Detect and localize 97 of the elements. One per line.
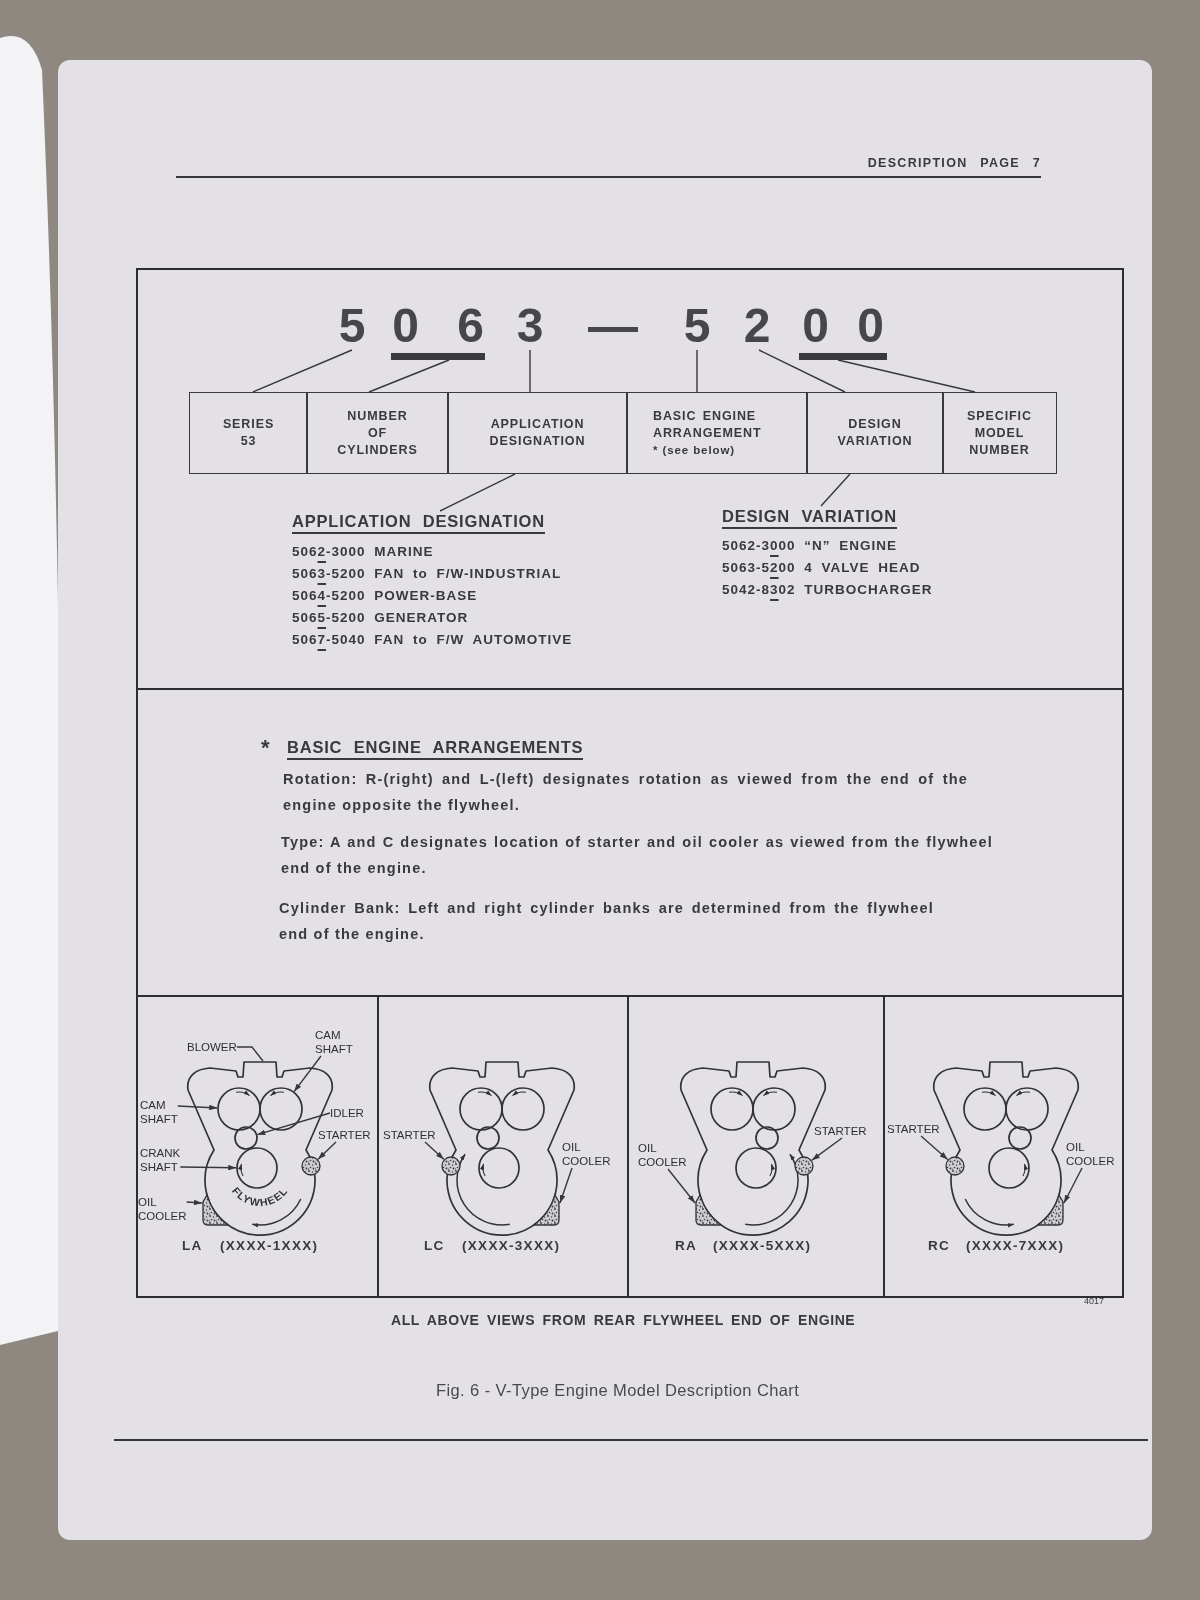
figure-caption: Fig. 6 - V-Type Engine Model Description Chart — [436, 1380, 800, 1400]
starter-symbol — [301, 1156, 321, 1176]
gear-circle — [217, 1087, 261, 1131]
part-label: STARTER — [383, 1128, 436, 1142]
leader-arrow — [185, 1199, 203, 1206]
underlined-digits: 0 0 — [799, 302, 887, 360]
leader-line — [696, 349, 698, 393]
text-panel — [136, 688, 1124, 997]
leader-line — [820, 473, 851, 507]
part-label: CAM SHAFT — [315, 1028, 353, 1056]
figure-number: 4017 — [1084, 1296, 1105, 1307]
cell-label: SPECIFIC MODEL NUMBER — [967, 407, 1032, 459]
table-cell — [806, 392, 944, 474]
starter-symbol — [794, 1156, 814, 1176]
model-number-digit: 2 — [737, 302, 777, 350]
part-label: OIL COOLER — [1066, 1140, 1115, 1168]
gear-circle — [259, 1087, 303, 1131]
cell-label: APPLICATION DESIGNATION — [489, 416, 586, 450]
arrangement-code: LA — [182, 1238, 203, 1254]
model-code-pattern: (XXXX-1XXX) — [220, 1238, 319, 1254]
asterisk-mark: * — [261, 737, 270, 759]
model-code-pattern: (XXXX-3XXX) — [462, 1238, 561, 1254]
model-number-digit: 5 — [677, 302, 717, 350]
paragraph: Type: A and C designates location of starter and oil cooler as viewed from the flywheel end of the engine. — [281, 833, 993, 878]
part-label: STARTER — [887, 1122, 940, 1136]
code-list-item: 5062-3000 “N” ENGINE — [722, 537, 899, 555]
leader-arrow — [559, 1167, 573, 1204]
gear-circle — [234, 1126, 258, 1150]
part-label: CRANK SHAFT — [140, 1146, 181, 1174]
part-label: STARTER — [318, 1128, 371, 1142]
dash: — — [588, 302, 638, 350]
model-number-digit: 3 — [510, 302, 550, 350]
oil-cooler-symbol — [695, 1194, 722, 1226]
cell-label: SERIES 53 — [222, 416, 275, 450]
leader-arrow — [179, 1164, 237, 1171]
code-list-item: 5064-5200 POWER-BASE — [292, 587, 479, 605]
part-label: STARTER — [814, 1124, 867, 1138]
code-list-item: 5067-5040 FAN to F/W AUTOMOTIVE — [292, 631, 573, 649]
leader-arrow — [811, 1137, 843, 1161]
leader-arrow — [667, 1168, 696, 1204]
leader-arrow — [920, 1135, 949, 1161]
leader-line — [758, 349, 846, 393]
underlined-digits: 0 6 — [391, 302, 485, 360]
table-cell — [189, 392, 308, 474]
arrangement-code: RA — [675, 1238, 698, 1254]
leader-arrow — [256, 1112, 331, 1136]
model-number-digit: 5 — [332, 302, 372, 350]
cell-label: DESIGN VARIATION — [837, 416, 913, 450]
code-list-item: 5042-8302 TURBOCHARGER — [722, 581, 933, 599]
code-list-item: 5063-5200 FAN to F/W-INDUSTRIAL — [292, 565, 563, 583]
chart-section — [136, 268, 1124, 690]
leader-arrow — [424, 1141, 445, 1161]
list-heading: DESIGN VARIATION — [722, 506, 897, 529]
paragraph: Rotation: R-(right) and L-(left) designates rotation as viewed from the end of the engine opposite the flywheel. — [283, 770, 968, 815]
note: ALL ABOVE VIEWS FROM REAR FLYWHEEL END OF ENGINE — [391, 1311, 856, 1329]
leader-line — [529, 349, 531, 393]
paragraph: Cylinder Bank: Left and right cylinder banks are determined from the flywheel end of the engine. — [279, 899, 934, 944]
table-cell — [306, 392, 449, 474]
leader-line — [236, 1046, 264, 1062]
leader-line — [368, 359, 450, 393]
leader-arrow — [293, 1055, 322, 1093]
part-label: OIL COOLER — [638, 1141, 687, 1169]
running-header: DESCRIPTION PAGE 7 — [866, 155, 1041, 171]
list-heading: APPLICATION DESIGNATION — [292, 511, 545, 534]
part-label: CAM SHAFT — [140, 1098, 178, 1126]
leader-arrow — [1063, 1167, 1083, 1204]
cell-label: NUMBER OF CYLINDERS — [337, 407, 418, 459]
part-label: IDLER — [330, 1106, 364, 1120]
leader-arrow — [177, 1104, 218, 1111]
table-cell — [447, 392, 628, 474]
code-list-item: 5062-3000 MARINE — [292, 543, 435, 561]
table-cell — [942, 392, 1057, 474]
leader-line — [439, 473, 516, 512]
cell-note: * (see below) — [653, 442, 736, 458]
part-label: BLOWER — [187, 1040, 237, 1054]
section-heading: BASIC ENGINE ARRANGEMENTS — [287, 737, 584, 760]
oil-cooler-symbol — [533, 1194, 560, 1226]
arrangement-code: LC — [424, 1238, 445, 1254]
gear-circle — [236, 1147, 278, 1189]
starter-symbol — [945, 1156, 965, 1176]
table-cell — [626, 392, 808, 474]
cell-label: BASIC ENGINE ARRANGEMENT — [653, 407, 763, 442]
leader-line — [252, 349, 353, 393]
arrangement-code: RC — [928, 1238, 951, 1254]
oil-cooler-symbol — [1037, 1194, 1064, 1226]
code-list-item: 5063-5200 4 VALVE HEAD — [722, 559, 922, 577]
leader-arrow — [317, 1141, 337, 1160]
leader-line — [837, 359, 976, 393]
oil-cooler-symbol — [202, 1194, 229, 1226]
code-list-item: 5065-5200 GENERATOR — [292, 609, 470, 627]
part-label: OIL COOLER — [138, 1195, 187, 1223]
engine-panel — [883, 995, 1124, 1298]
engine-panel — [136, 995, 379, 1298]
part-label: OIL COOLER — [562, 1140, 611, 1168]
model-code-pattern: (XXXX-5XXX) — [713, 1238, 812, 1254]
model-code-pattern: (XXXX-7XXX) — [966, 1238, 1065, 1254]
starter-symbol — [441, 1156, 461, 1176]
